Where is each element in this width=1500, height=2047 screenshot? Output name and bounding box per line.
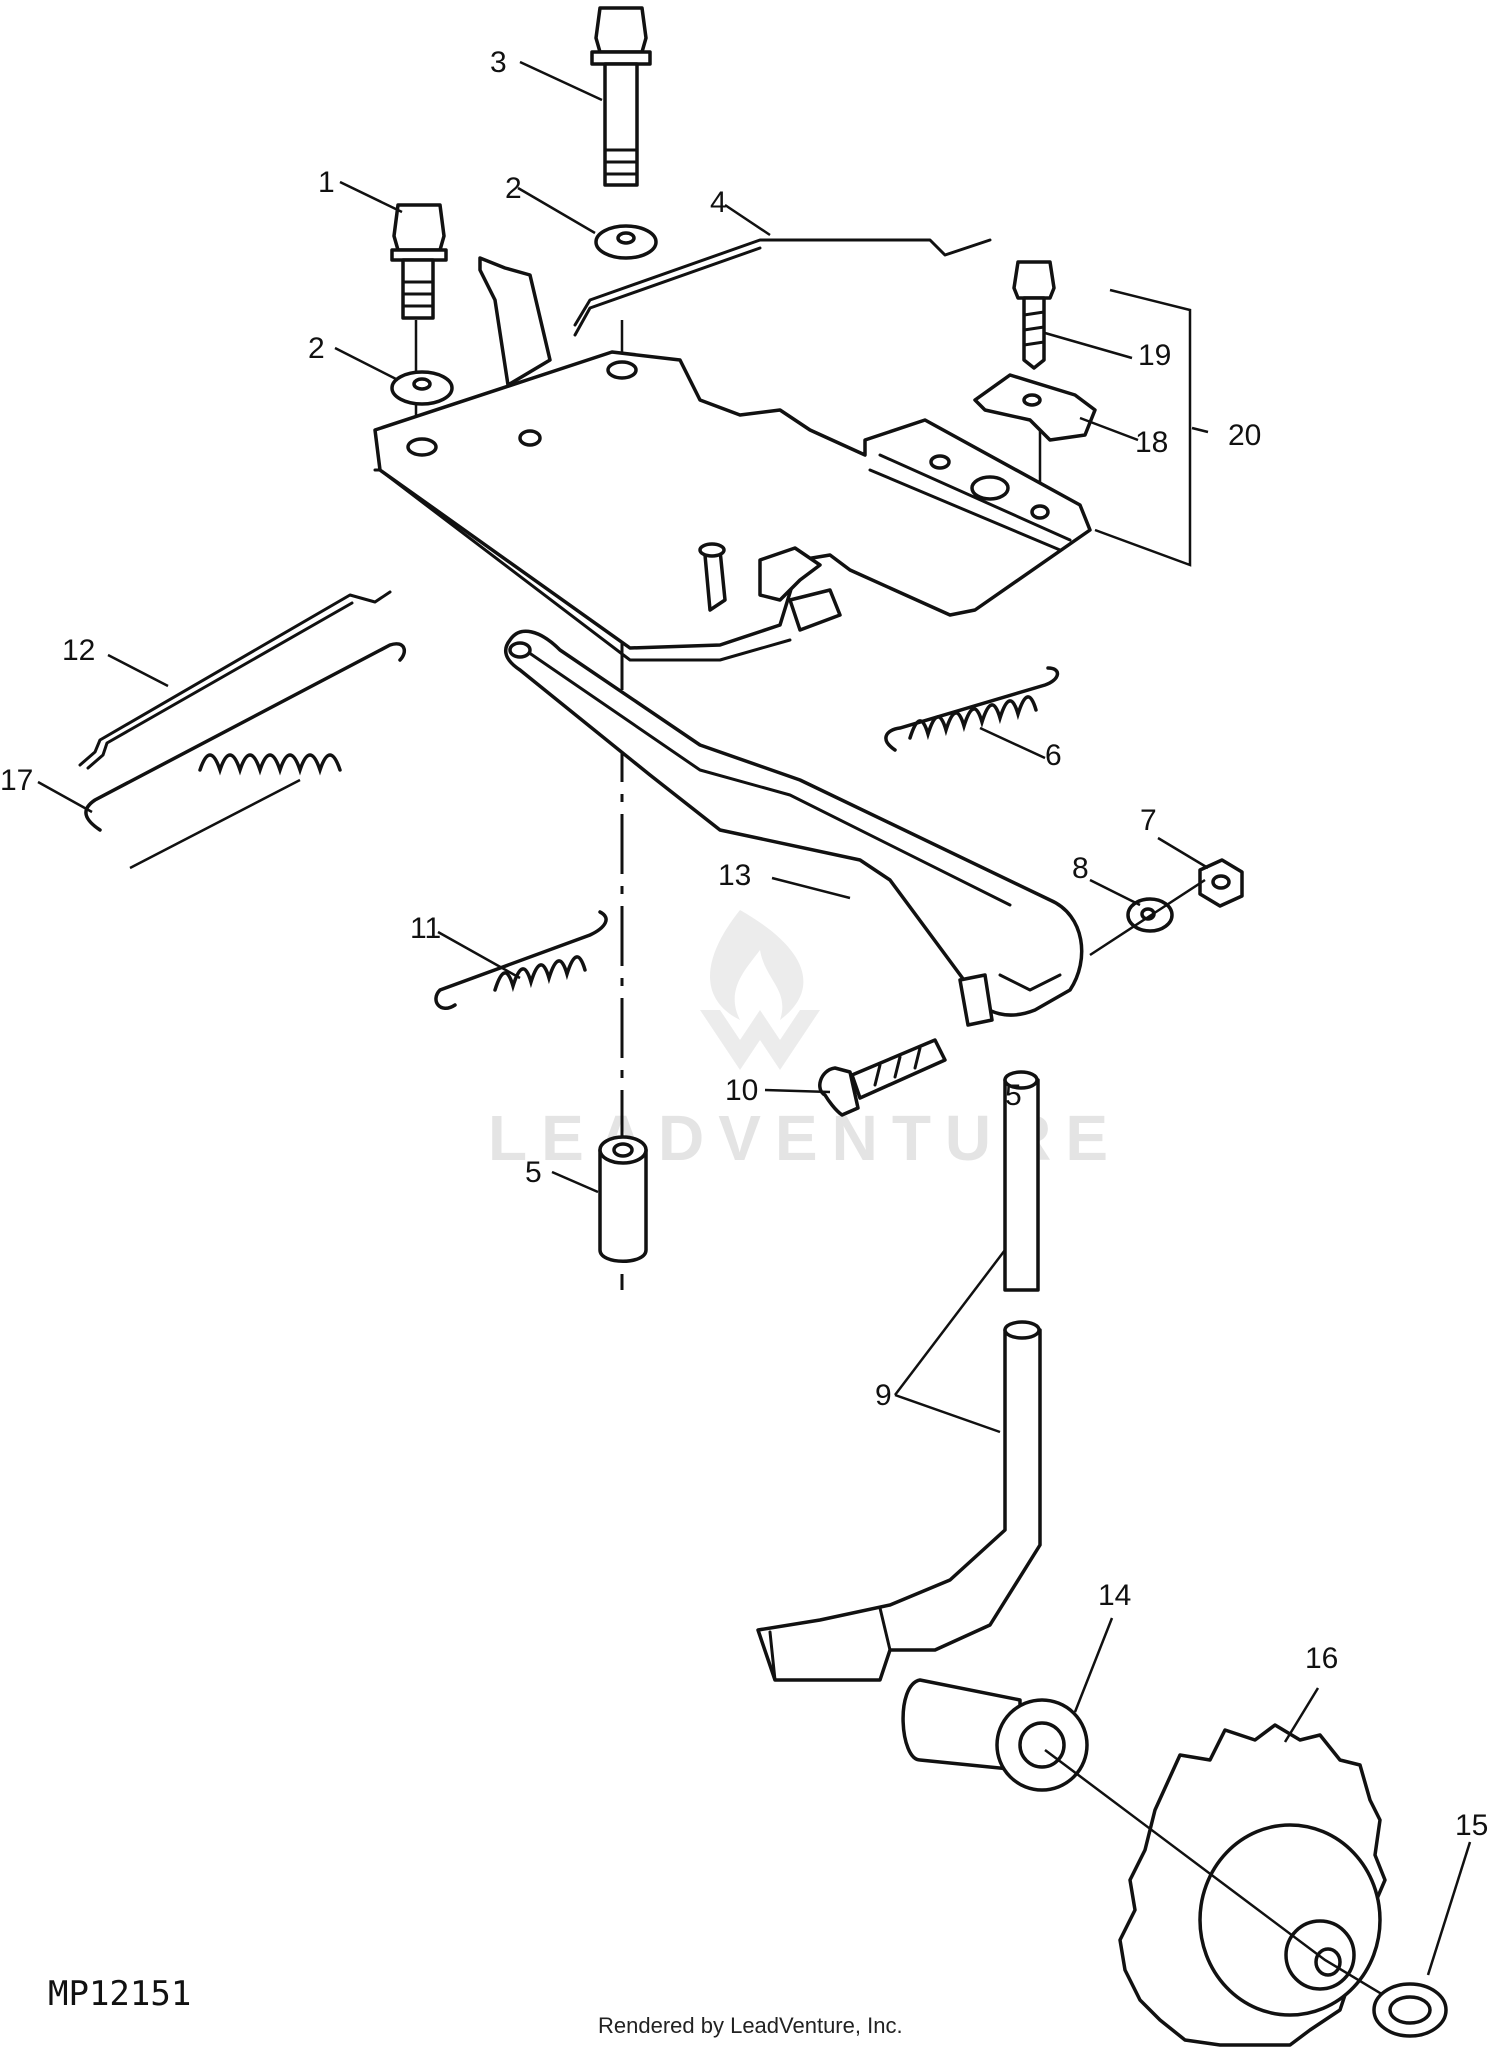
- part-6-spring: [884, 666, 1060, 752]
- part-7-nut: [1198, 858, 1244, 908]
- part-13-lever: [503, 629, 1084, 1027]
- part-17-ref-line: [129, 778, 301, 870]
- part-19-bolt: [1012, 260, 1056, 370]
- part-4-rod-edge: [573, 246, 762, 337]
- part-4-rod: [573, 238, 992, 327]
- callout-1: 1: [318, 166, 335, 199]
- callout-4: 4: [710, 186, 727, 219]
- callout-19: 19: [1138, 339, 1171, 372]
- leader-lines: [37, 60, 1472, 1976]
- callout-2-upper: 2: [505, 172, 522, 205]
- callout-12: 12: [62, 634, 95, 667]
- mounting-plate: [373, 256, 1092, 662]
- part-16-gear: [1118, 1723, 1387, 2047]
- part-20-bracket: [1094, 288, 1192, 567]
- part-18-clamp: [973, 373, 1097, 442]
- axis-bushing-gear: [1044, 1749, 1401, 2007]
- part-10-pivot-bolt: [818, 1038, 947, 1117]
- callout-17: 17: [0, 764, 33, 797]
- part-12-rod-edge: [86, 601, 354, 770]
- callout-14: 14: [1098, 1579, 1131, 1612]
- callout-18: 18: [1135, 426, 1168, 459]
- callout-9: 9: [875, 1379, 892, 1412]
- part-12-rod: [78, 590, 392, 767]
- part-17-long-spring: [84, 642, 407, 832]
- part-11-spring: [434, 910, 608, 1011]
- callout-11: 11: [410, 912, 441, 945]
- callout-8: 8: [1072, 852, 1089, 885]
- callout-3: 3: [490, 46, 507, 79]
- watermark-logo: [700, 910, 820, 1070]
- render-credit: Rendered by LeadVenture, Inc.: [598, 2013, 903, 2038]
- part-15-snap-ring: [1372, 1982, 1448, 2038]
- callout-16: 16: [1305, 1642, 1338, 1675]
- part-1-short-bolt: [390, 203, 448, 320]
- callout-15: 15: [1455, 1809, 1488, 1842]
- axis-nut-lever: [1089, 878, 1206, 957]
- callout-13: 13: [718, 859, 751, 892]
- callout-2-left: 2: [308, 332, 325, 365]
- figure-code: MP12151: [48, 1974, 191, 2014]
- part-14-bushing: [901, 1678, 1089, 1792]
- callout-20: 20: [1228, 419, 1261, 452]
- callout-10: 10: [725, 1074, 758, 1107]
- callout-7: 7: [1140, 804, 1157, 837]
- part-5-spacer: [598, 1135, 648, 1263]
- callout-5-shaft: 5: [1005, 1079, 1022, 1112]
- part-2-washer-upper: [594, 224, 658, 260]
- callout-5-spacer: 5: [525, 1156, 542, 1189]
- callout-6: 6: [1045, 739, 1062, 772]
- part-9-shaft-upper: [1003, 1070, 1040, 1292]
- part-9-shaft-lower: [756, 1320, 1042, 1682]
- part-3-long-bolt: [590, 6, 652, 187]
- part-2-washer-left: [390, 370, 454, 406]
